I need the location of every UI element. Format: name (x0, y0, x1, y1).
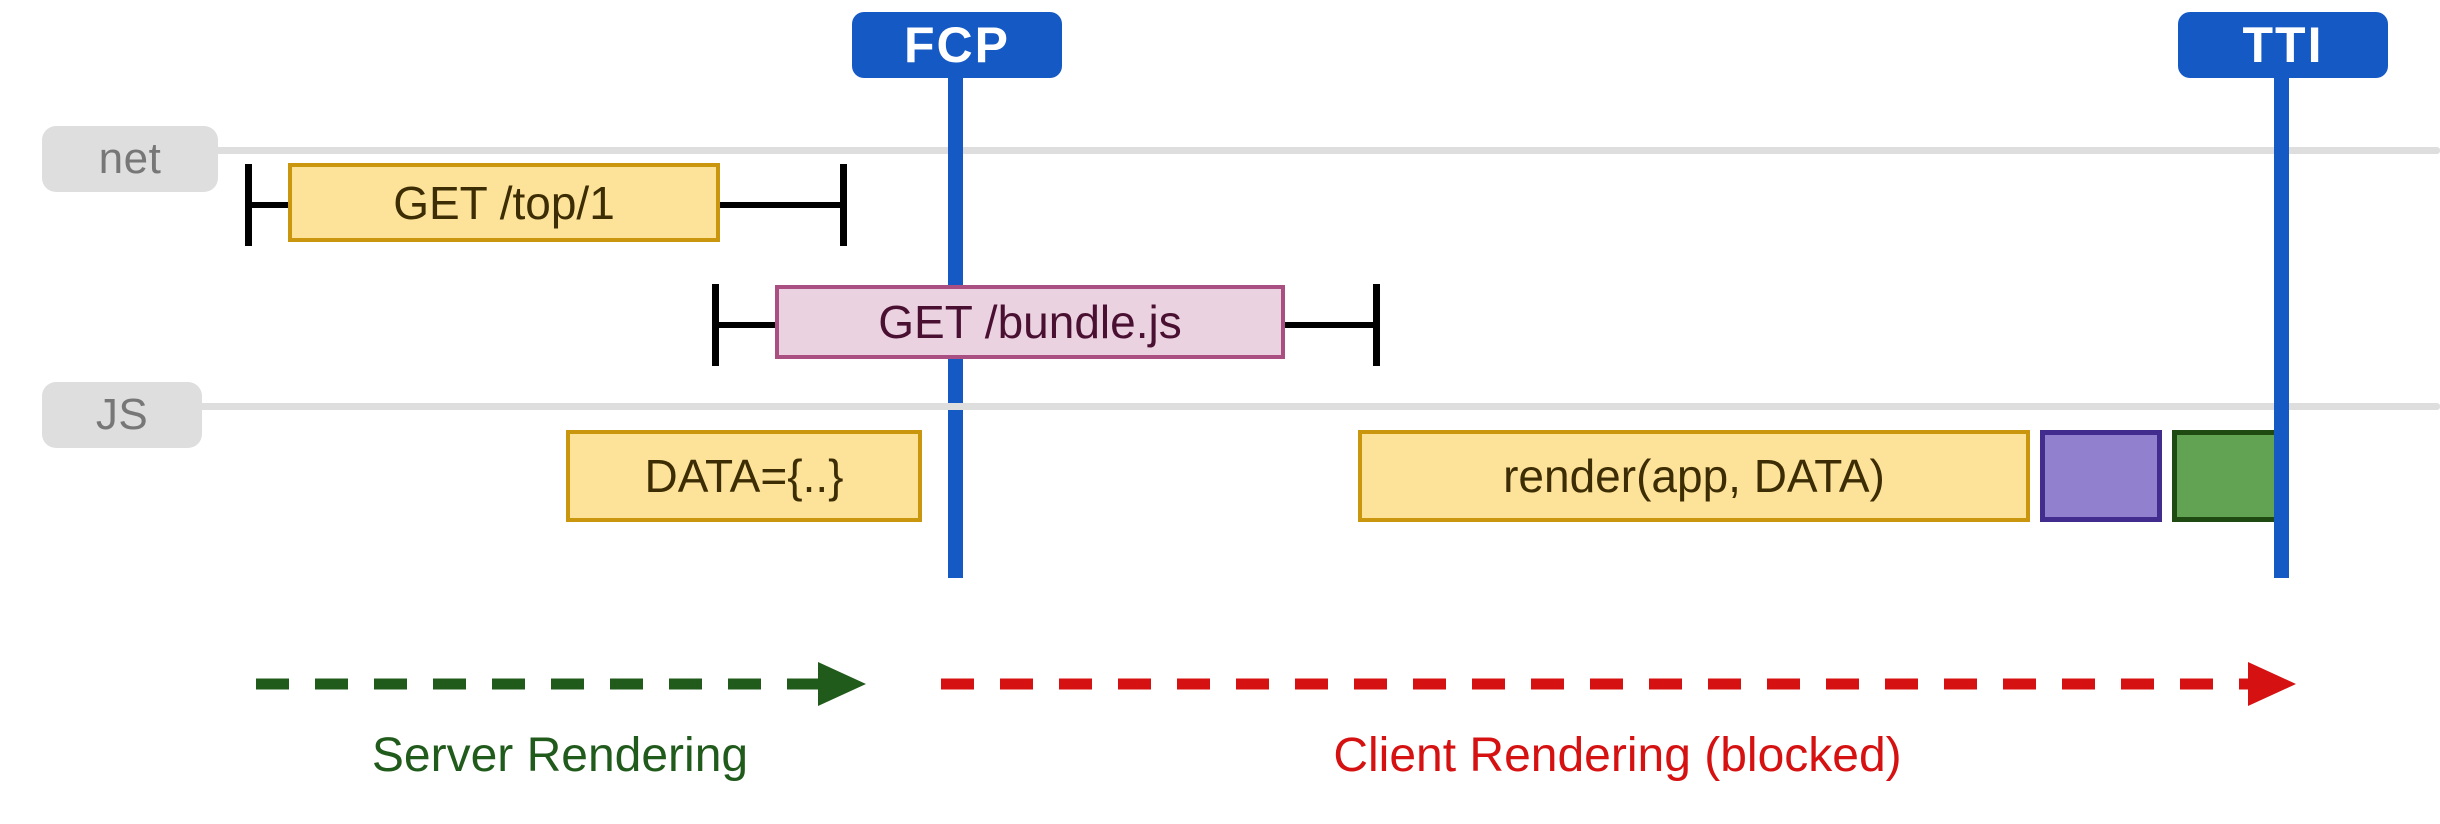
annotation-server-rendering: Server Rendering (250, 650, 870, 780)
marker-label-fcp: FCP (904, 17, 1010, 73)
lane-label-net: net (98, 134, 162, 183)
lane-rule-net (42, 147, 2440, 154)
marker-badge-fcp[interactable]: FCP (852, 12, 1062, 78)
js-task-label-render: render(app, DATA) (1503, 450, 1885, 502)
client-rendering-arrow-icon (941, 662, 2296, 706)
annotation-client-rendering: Client Rendering (blocked) (935, 650, 2300, 780)
js-task-box-data[interactable]: DATA={..} (566, 430, 922, 522)
annotation-label-client-rendering: Client Rendering (blocked) (1333, 729, 1902, 782)
lane-badge-net: net (42, 126, 218, 192)
marker-line-tti (2274, 78, 2289, 578)
marker-badge-tti[interactable]: TTI (2178, 12, 2388, 78)
request-box-get-bundle[interactable]: GET /bundle.js (775, 285, 1285, 359)
annotation-label-server-rendering: Server Rendering (371, 729, 749, 782)
js-task-box-render[interactable]: render(app, DATA) (1358, 430, 2030, 522)
js-task-label-data: DATA={..} (644, 450, 844, 502)
js-task-box-purple[interactable] (2040, 430, 2162, 522)
request-whisker-cap-left-bundle (712, 284, 719, 366)
marker-label-tti: TTI (2242, 17, 2324, 73)
request-whisker-cap-left-top1 (245, 164, 252, 246)
request-whisker-cap-right-top1 (840, 164, 847, 246)
request-label-get-top1: GET /top/1 (393, 176, 615, 229)
lane-badge-js: JS (42, 382, 202, 448)
request-box-get-top1[interactable]: GET /top/1 (288, 163, 720, 242)
request-label-get-bundle: GET /bundle.js (878, 296, 1182, 348)
lane-rule-js (42, 403, 2440, 410)
lane-label-js: JS (95, 390, 149, 439)
js-task-box-green[interactable] (2172, 430, 2280, 522)
server-rendering-arrow-icon (256, 662, 866, 706)
request-whisker-cap-right-bundle (1373, 284, 1380, 366)
